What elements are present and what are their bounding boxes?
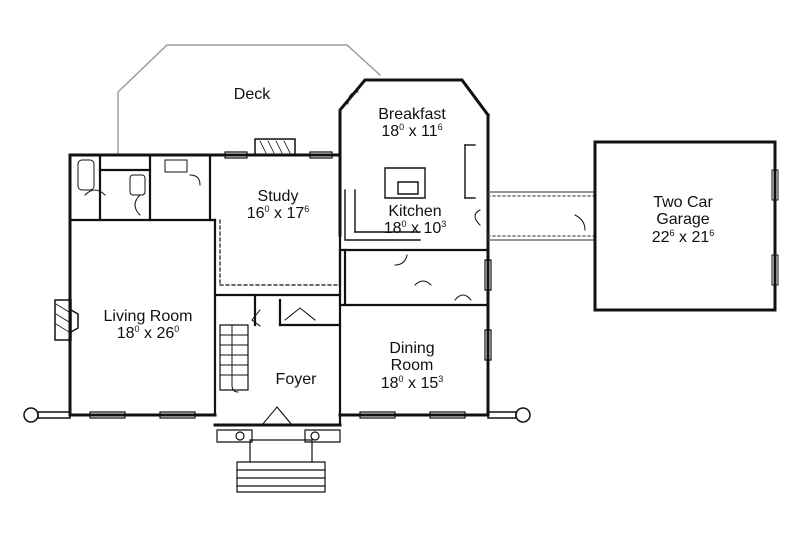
study-dimensions: 160 x 176 bbox=[246, 204, 310, 223]
living-room-label: Living Room 180 x 260 bbox=[103, 308, 193, 343]
bath-fixtures bbox=[78, 160, 187, 195]
kitchen-dimensions: 180 x 103 bbox=[383, 219, 447, 238]
breakfast-dimensions: 180 x 116 bbox=[381, 122, 443, 141]
windows bbox=[90, 152, 491, 418]
foyer-label: Foyer bbox=[275, 371, 317, 388]
dining-room-dimensions: 180 x 153 bbox=[380, 373, 444, 392]
kitchen-label: Kitchen 180 x 103 bbox=[383, 203, 447, 238]
deck-outline bbox=[118, 45, 380, 152]
breakfast-label: Breakfast 180 x 116 bbox=[378, 106, 446, 141]
fireplace-living bbox=[55, 300, 78, 340]
exterior-walls bbox=[70, 80, 488, 425]
breezeway bbox=[488, 192, 595, 240]
dining-room-label: Dining Room 180 x 153 bbox=[380, 340, 444, 392]
garage-dimensions: 226 x 216 bbox=[651, 227, 715, 246]
front-steps bbox=[217, 430, 340, 492]
living-room-dimensions: 180 x 260 bbox=[116, 324, 180, 343]
fireplace-study bbox=[255, 139, 295, 155]
interior-walls bbox=[70, 155, 488, 425]
corner-columns bbox=[24, 408, 530, 422]
deck-label: Deck bbox=[233, 86, 271, 103]
garage-walls bbox=[595, 142, 775, 310]
kitchen-counters bbox=[345, 145, 475, 240]
study-label: Study 160 x 176 bbox=[246, 188, 310, 223]
door-swings bbox=[85, 92, 585, 425]
garage-label: Two Car Garage 226 x 216 bbox=[651, 194, 715, 246]
